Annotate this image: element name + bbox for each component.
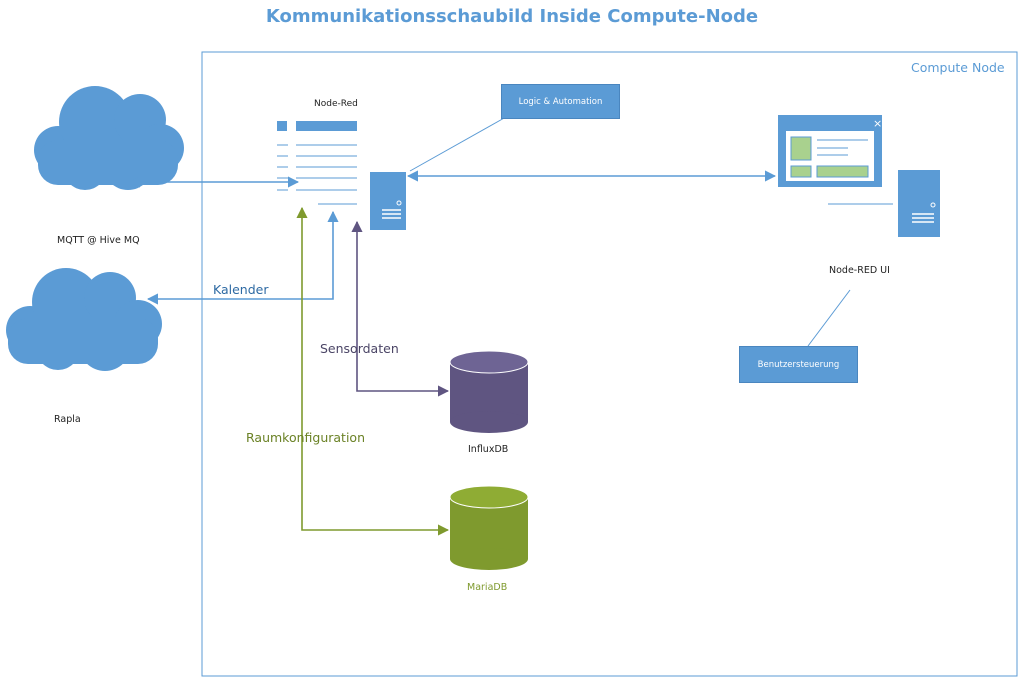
benutzersteuerung-box: Benutzersteuerung xyxy=(739,346,858,383)
influxdb-database-icon xyxy=(449,350,529,433)
kalender-label: Kalender xyxy=(213,282,269,297)
benutzersteuerung-connector xyxy=(807,289,851,347)
node-red-ui-window-icon: × xyxy=(778,115,882,187)
node-red-label: Node-Red xyxy=(314,99,358,109)
influxdb-label: InfluxDB xyxy=(468,444,509,455)
compute-node-label: Compute Node xyxy=(911,60,1005,75)
rapla-cloud-icon xyxy=(6,268,162,371)
mqtt-cloud-icon xyxy=(34,86,184,190)
logic-automation-connector xyxy=(409,116,507,172)
logic-automation-box: Logic & Automation xyxy=(501,84,620,119)
node-red-server-icon xyxy=(370,172,406,230)
rapla-label: Rapla xyxy=(54,414,81,425)
svg-text:×: × xyxy=(873,117,882,130)
compute-node-frame xyxy=(201,51,1018,677)
sensordaten-connector xyxy=(351,220,450,397)
raumkonfiguration-connector xyxy=(296,206,450,536)
node-red-ui-label: Node-RED UI xyxy=(829,265,890,276)
mariadb-label: MariaDB xyxy=(467,582,508,593)
node-red-ui-server-icon xyxy=(898,170,940,237)
mariadb-database-icon xyxy=(449,485,529,570)
raumkonfiguration-label: Raumkonfiguration xyxy=(246,430,366,445)
node-red-flow-icon xyxy=(277,121,357,205)
mqtt-label: MQTT @ Hive MQ xyxy=(57,235,140,246)
diagram-title: Kommunikationsschaubild Inside Compute-N… xyxy=(265,6,759,27)
sensordaten-label: Sensordaten xyxy=(320,341,399,356)
